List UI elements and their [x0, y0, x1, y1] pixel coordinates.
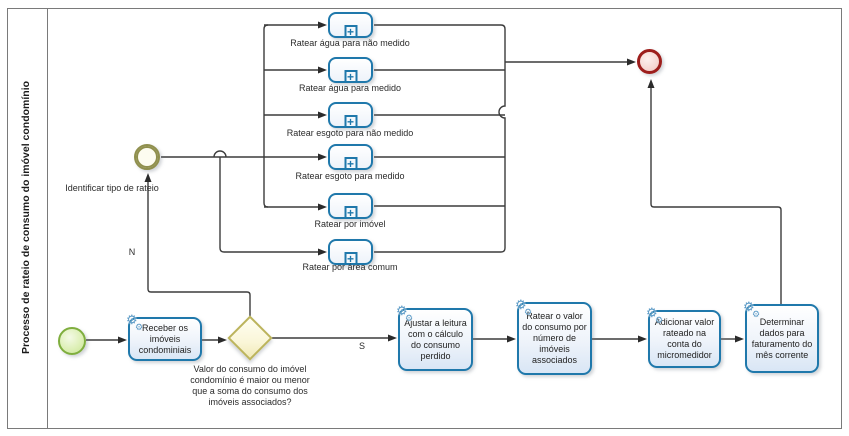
flow-hop-bump [213, 150, 227, 158]
edge-label-yes: S [358, 341, 365, 351]
task-label: Receber os imóveis condominiais [138, 322, 192, 355]
flow-split-down [263, 157, 269, 208]
flow-gateway-no [144, 173, 251, 316]
flow-determinar-to-end [647, 79, 782, 304]
subprocess-label: Ratear água para medido [298, 83, 402, 93]
subprocess-ratear-agua-nao-medido[interactable]: + [328, 12, 373, 38]
subprocess-ratear-por-imovel[interactable]: + [328, 193, 373, 219]
expand-plus-icon[interactable]: + [344, 70, 357, 83]
end-event[interactable] [637, 49, 662, 74]
edge-label-no: N [128, 247, 136, 257]
subprocess-label: Ratear água para não medido [290, 38, 410, 48]
intermediate-event-label: Identificar tipo de rateio [65, 183, 159, 193]
expand-plus-icon[interactable]: + [344, 206, 357, 219]
task-label: Ratear o valor do consumo por número de … [522, 311, 587, 365]
expand-plus-icon[interactable]: + [344, 25, 357, 38]
flow-box6-out [374, 247, 506, 253]
subprocess-label: Ratear esgoto para medido [295, 171, 405, 181]
subprocess-ratear-esgoto-nao-medido[interactable]: + [328, 102, 373, 128]
expand-plus-icon[interactable]: + [344, 157, 357, 170]
subprocess-label: Ratear esgoto para não medido [286, 128, 414, 138]
start-event[interactable] [58, 327, 86, 355]
subprocess-label: Ratear por imóvel [314, 219, 386, 229]
task-determinar-dados-faturamento[interactable]: ⚙ ⚙ Determinar dados para faturamento do… [743, 300, 819, 373]
intermediate-event-inner-ring [136, 146, 158, 168]
task-adicionar-valor-rateado[interactable]: ⚙ ⚙ Adicionar valor rateado na conta do … [646, 306, 721, 368]
subprocess-ratear-agua-medido[interactable]: + [328, 57, 373, 83]
subprocess-ratear-esgoto-medido[interactable]: + [328, 144, 373, 170]
expand-plus-icon[interactable]: + [344, 252, 357, 265]
subprocess-label: Ratear por área comum [302, 262, 398, 272]
flow-collector-vertical [498, 29, 506, 248]
flow-to-box6 [219, 157, 327, 256]
task-ajustar-leitura[interactable]: ⚙ ⚙ Ajustar a leitura com o cálculo do c… [396, 304, 473, 371]
flow-box1-out [374, 24, 506, 30]
flow-split-up [263, 24, 269, 157]
lane-header [7, 8, 48, 429]
task-label: Ajustar a leitura com o cálculo do consu… [404, 317, 467, 361]
task-receber-imoveis-condominiais[interactable]: ⚙ ⚙ Receber os imóveis condominiais [126, 313, 202, 361]
intermediate-event-identificar-tipo-rateio[interactable] [134, 144, 160, 170]
task-ratear-valor-consumo[interactable]: ⚙ ⚙ Ratear o valor do consumo por número… [515, 298, 592, 375]
task-label: Adicionar valor rateado na conta do micr… [654, 317, 715, 360]
subprocess-ratear-por-area-comum[interactable]: + [328, 239, 373, 265]
task-label: Determinar dados para faturamento do mês… [751, 316, 813, 360]
gateway-question-label: Valor do consumo do imóvel condomínio é … [190, 364, 310, 407]
expand-plus-icon[interactable]: + [344, 115, 357, 128]
